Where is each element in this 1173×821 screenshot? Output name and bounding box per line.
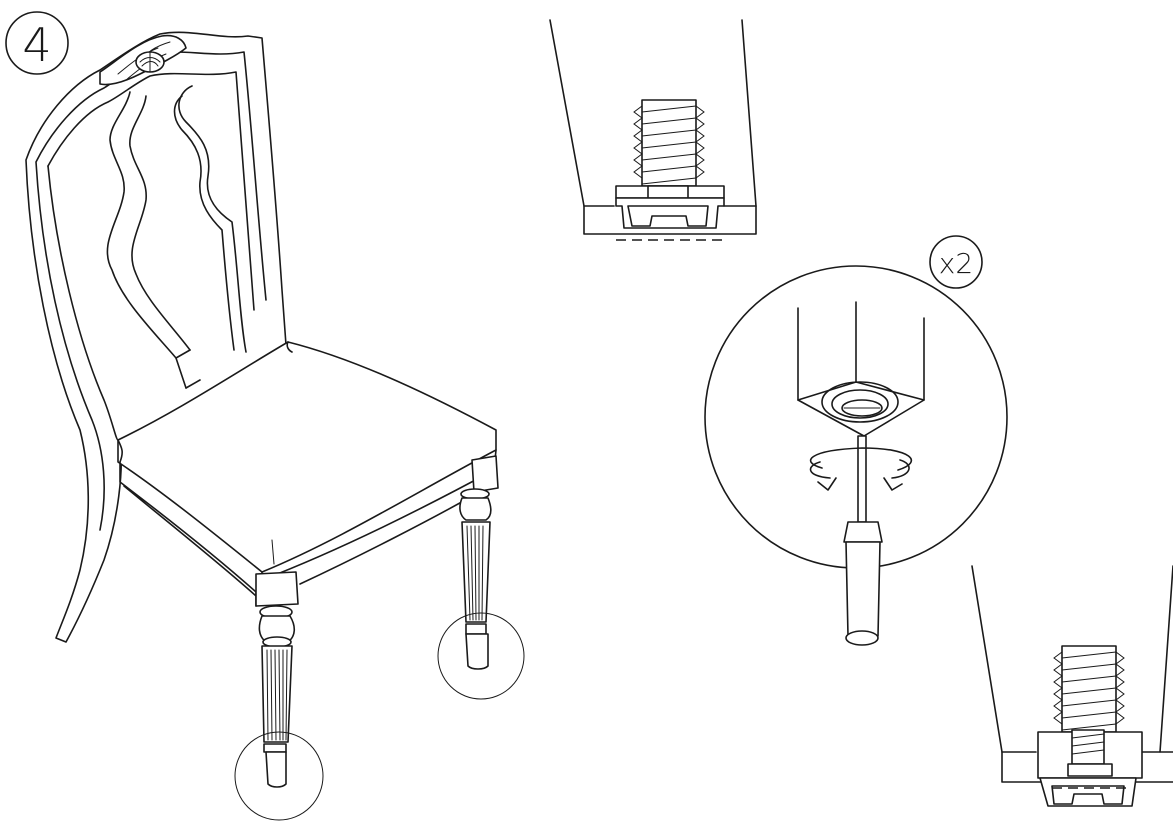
threaded-bolt-icon <box>633 99 705 187</box>
chair-seat-cushion <box>117 341 497 573</box>
chair-crest-carving <box>99 34 187 86</box>
chair-illustration <box>25 31 525 821</box>
chair-leg-front-right <box>459 488 492 670</box>
glide-callout-front-left <box>234 731 324 821</box>
chair-back-outer-frame <box>25 31 287 643</box>
screwdriver-detail: x2 <box>704 235 1008 646</box>
glide-detail-after <box>971 565 1173 807</box>
quantity-label: x2 <box>939 247 973 280</box>
leveling-glide-icon <box>1037 729 1143 807</box>
leveling-glide-icon <box>615 185 725 229</box>
rotate-arrow-icon <box>809 447 912 491</box>
chair-leg-front-left <box>258 605 296 788</box>
step-number: 4 <box>22 18 51 72</box>
chair-back-splat <box>106 85 247 389</box>
chair-seat-apron <box>119 449 497 607</box>
screwdriver-icon <box>843 435 883 646</box>
glide-callout-front-right <box>437 612 525 700</box>
step-number-badge: 4 <box>5 11 69 75</box>
quantity-badge: x2 <box>929 235 983 289</box>
threaded-bolt-icon <box>1053 645 1125 733</box>
glide-detail-before <box>549 19 757 241</box>
